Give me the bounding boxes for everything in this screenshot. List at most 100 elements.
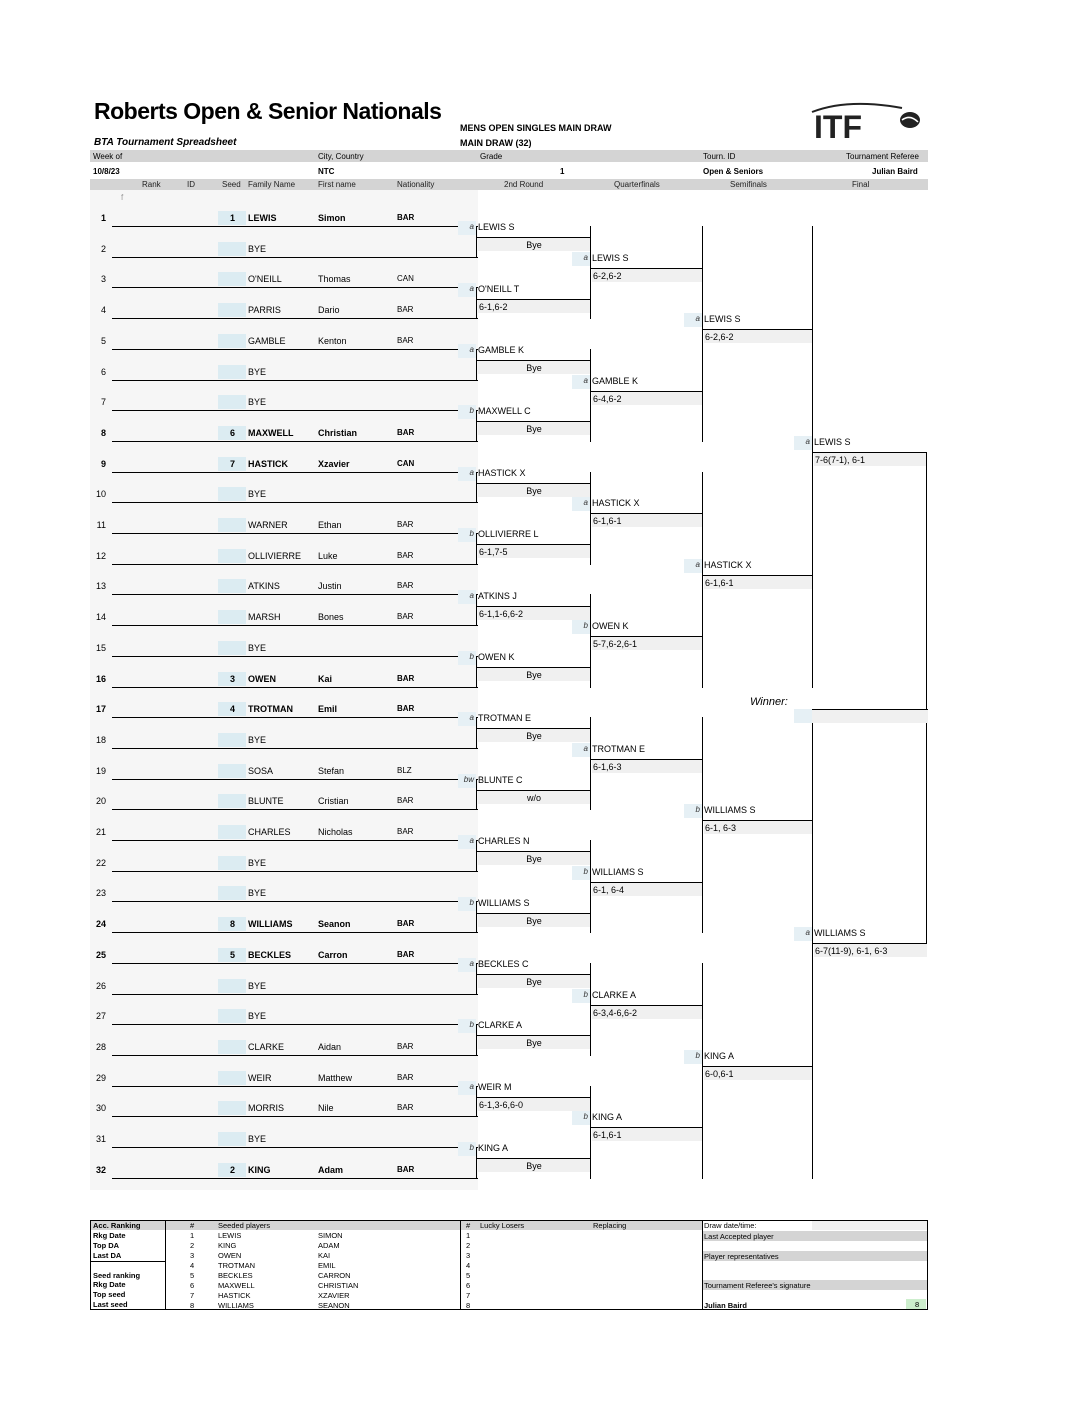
family-name: BECKLES bbox=[248, 950, 292, 960]
col-r2: 2nd Round bbox=[504, 180, 544, 189]
nationality: CAN bbox=[397, 274, 414, 283]
seed-box bbox=[218, 979, 246, 993]
r2-score: Bye bbox=[526, 240, 542, 250]
footer-acc-ranking: Acc. Ranking bbox=[93, 1221, 141, 1230]
final-line bbox=[812, 452, 927, 453]
col-first: First name bbox=[318, 180, 356, 189]
footer-left-divider bbox=[91, 1261, 165, 1262]
player-row-line bbox=[112, 625, 478, 626]
ref-signature-bar bbox=[703, 1280, 927, 1290]
r2-score: w/o bbox=[526, 793, 541, 803]
r2-connector bbox=[476, 901, 477, 933]
draw-position: 8 bbox=[100, 428, 106, 438]
final-score-box bbox=[814, 453, 927, 466]
draw-position: 31 bbox=[95, 1134, 106, 1144]
qf-line bbox=[590, 1005, 702, 1006]
qf-winner: GAMBLE K bbox=[592, 376, 639, 386]
seed-list-first: ADAM bbox=[318, 1241, 340, 1250]
qf-score-box bbox=[592, 883, 702, 896]
final-line bbox=[812, 943, 927, 944]
qf-line bbox=[590, 268, 702, 269]
nationality: BAR bbox=[397, 581, 414, 590]
final-code-box bbox=[794, 436, 812, 450]
family-name: BYE bbox=[248, 858, 267, 868]
family-name: LEWIS bbox=[248, 213, 277, 223]
nationality: BAR bbox=[397, 796, 414, 805]
family-name: MAXWELL bbox=[248, 428, 294, 438]
nationality: BAR bbox=[397, 428, 415, 437]
seed-list-family: HASTICK bbox=[218, 1291, 251, 1300]
first-name: Carron bbox=[318, 950, 348, 960]
r2-winner: BLUNTE C bbox=[478, 775, 523, 785]
qf-winner: KING A bbox=[592, 1112, 623, 1122]
r2-winner: WEIR M bbox=[478, 1082, 512, 1092]
draw-position: 23 bbox=[95, 888, 106, 898]
draw-position: 30 bbox=[95, 1103, 106, 1113]
seed-box bbox=[218, 211, 246, 225]
qf-line bbox=[590, 513, 702, 514]
r2-code: b bbox=[469, 1143, 474, 1152]
seed-box bbox=[218, 303, 246, 317]
sf-code: b bbox=[695, 805, 700, 814]
r2-winner: BECKLES C bbox=[478, 959, 529, 969]
sf-code: b bbox=[695, 1051, 700, 1060]
r2-score: Bye bbox=[526, 977, 542, 987]
family-name: CHARLES bbox=[248, 827, 291, 837]
qf-code-box bbox=[572, 989, 590, 1003]
r2-code-box bbox=[458, 467, 476, 481]
player-row-line bbox=[112, 1178, 478, 1179]
sf-line bbox=[702, 820, 812, 821]
seed-box bbox=[218, 334, 246, 348]
last-accepted-bar bbox=[703, 1231, 927, 1241]
qf-score-box bbox=[592, 1006, 702, 1019]
lucky-loser-number: 7 bbox=[466, 1291, 471, 1300]
r2-code: a bbox=[469, 836, 474, 845]
r2-winner: CHARLES N bbox=[478, 836, 530, 846]
player-row-line bbox=[112, 410, 478, 411]
first-name: Kai bbox=[318, 674, 333, 684]
seed-list-number: 6 bbox=[190, 1281, 195, 1290]
r2-score-box bbox=[478, 422, 590, 435]
r2-code-box bbox=[458, 1142, 476, 1156]
sf-connector bbox=[702, 226, 703, 442]
r2-line bbox=[476, 913, 590, 914]
footer-left-label: Last DA bbox=[93, 1251, 122, 1260]
label-week: Week of bbox=[93, 152, 123, 161]
draw-position: 2 bbox=[100, 244, 106, 254]
seed-number: 3 bbox=[229, 674, 235, 684]
first-name: Simon bbox=[318, 213, 346, 223]
footer-ref-signature: Tournament Referee's signature bbox=[704, 1281, 811, 1290]
nationality: BLZ bbox=[397, 766, 412, 775]
seed-number: 1 bbox=[229, 213, 235, 223]
seed-box bbox=[218, 641, 246, 655]
r2-winner: WILLIAMS S bbox=[478, 898, 530, 908]
sf-connector bbox=[702, 472, 703, 688]
qf-line bbox=[590, 391, 702, 392]
value-tourn-id: Open & Seniors bbox=[703, 167, 764, 176]
qf-score: 5-7,6-2,6-1 bbox=[593, 639, 638, 649]
nationality: BAR bbox=[397, 704, 415, 713]
family-name: CLARKE bbox=[248, 1042, 285, 1052]
seed-box bbox=[218, 794, 246, 808]
player-row-line bbox=[112, 656, 478, 657]
itf-logo-text: ITF bbox=[814, 109, 862, 142]
r2-connector bbox=[476, 656, 477, 688]
first-name: Nicholas bbox=[318, 827, 353, 837]
r2-score-box bbox=[478, 729, 590, 742]
family-name: OWEN bbox=[248, 674, 276, 684]
seed-list-family: WILLIAMS bbox=[218, 1301, 254, 1310]
r2-line bbox=[476, 974, 590, 975]
seed-list-number: 4 bbox=[190, 1261, 195, 1270]
qf-code: a bbox=[583, 744, 588, 753]
family-name: BYE bbox=[248, 735, 267, 745]
qf-code: b bbox=[583, 867, 588, 876]
r2-line bbox=[476, 728, 590, 729]
r2-code: a bbox=[469, 959, 474, 968]
seed-number: 2 bbox=[229, 1165, 235, 1175]
qf-code: a bbox=[583, 376, 588, 385]
r2-score: Bye bbox=[526, 731, 542, 741]
player-row-line bbox=[112, 472, 478, 473]
sf-winner: KING A bbox=[704, 1051, 735, 1061]
page-number-box bbox=[906, 1299, 926, 1309]
sf-score: 6-1, 6-3 bbox=[705, 823, 737, 833]
